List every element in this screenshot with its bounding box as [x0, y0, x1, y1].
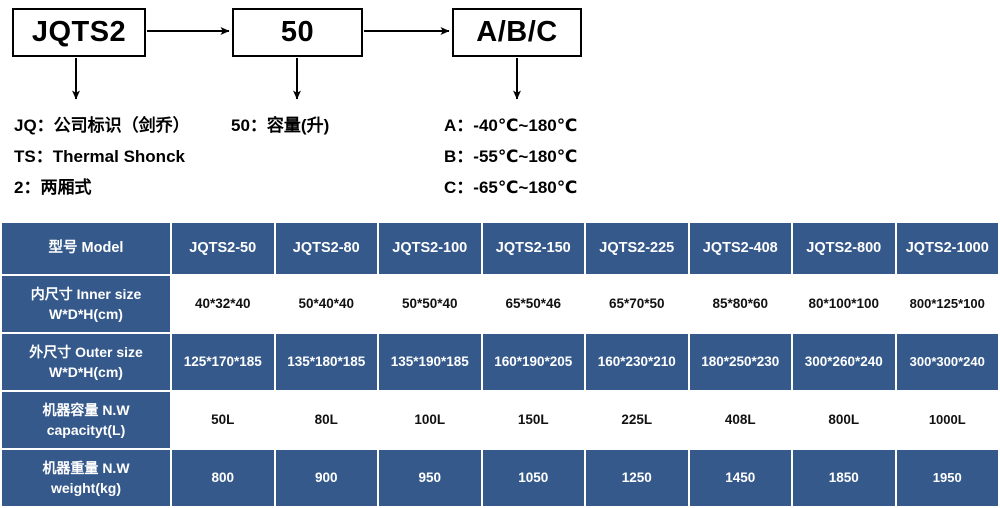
cell-inner-size-1: 40*32*40 — [172, 276, 274, 332]
cell-capacity-4: 150L — [482, 392, 584, 448]
cell-inner-size-2: 50*40*40 — [275, 276, 377, 332]
legend-model-line-1: JQ：公司标识（剑乔） — [14, 116, 190, 135]
cell-weight-4: 1050 — [482, 450, 584, 506]
cell-inner-size-3: 50*50*40 — [379, 276, 481, 332]
cell-weight-1: 800 — [172, 450, 274, 506]
rowhead-outer-size-line1: 外尺寸 Outer size — [29, 343, 143, 360]
rowhead-capacity: 机器容量 N.W capacityt(L) — [2, 392, 170, 448]
rowhead-capacity-line2: capacityt(L) — [46, 422, 126, 438]
legend-model-line-2: TS：Thermal Shonck — [14, 147, 185, 166]
legend-temperature: A：-40℃~180℃ B：-55℃~180℃ C：-65℃~180℃ — [444, 110, 577, 203]
cell-capacity-2: 80L — [275, 392, 377, 448]
legend-model-line-3: 2：两厢式 — [14, 178, 92, 197]
header-cell-model-3: JQTS2-100 — [379, 223, 481, 274]
cell-outer-size-5: 160*230*210 — [586, 334, 688, 390]
header-cell-rowlabel: 型号 Model — [2, 223, 170, 274]
diagram-box-temperature: A/B/C — [452, 8, 582, 57]
cell-weight-2: 900 — [275, 450, 377, 506]
cell-outer-size-7: 300*260*240 — [793, 334, 895, 390]
rowhead-outer-size-line2: W*D*H(cm) — [49, 364, 123, 380]
cell-inner-size-7: 80*100*100 — [793, 276, 895, 332]
legend-volume-line-1: 50：容量(升) — [231, 116, 330, 135]
table-header-row: 型号 Model JQTS2-50 JQTS2-80 JQTS2-100 JQT… — [2, 223, 998, 274]
header-cell-model-4: JQTS2-150 — [482, 223, 584, 274]
cell-inner-size-4: 65*50*46 — [482, 276, 584, 332]
legend-temp-line-b: B：-55℃~180℃ — [444, 147, 578, 166]
rowhead-outer-size: 外尺寸 Outer size W*D*H(cm) — [2, 334, 170, 390]
diagram-box-volume: 50 — [232, 8, 363, 57]
cell-weight-3: 950 — [379, 450, 481, 506]
diagram-box-model: JQTS2 — [12, 8, 146, 57]
cell-weight-7: 1850 — [793, 450, 895, 506]
product-code-diagram: JQTS2 50 A/B/C JQ：公司标识（剑乔） TS：Thermal Sh… — [0, 0, 1000, 215]
cell-outer-size-1: 125*170*185 — [172, 334, 274, 390]
cell-weight-8: 1950 — [896, 450, 998, 506]
legend-temp-line-a: A：-40℃~180℃ — [444, 116, 578, 135]
header-cell-model-1: JQTS2-50 — [172, 223, 274, 274]
cell-capacity-8: 1000L — [896, 392, 998, 448]
cell-capacity-5: 225L — [586, 392, 688, 448]
cell-capacity-6: 408L — [689, 392, 791, 448]
rowhead-weight: 机器重量 N.W weight(kg) — [2, 450, 170, 506]
rowhead-inner-size-line2: W*D*H(cm) — [49, 306, 123, 322]
legend-model: JQ：公司标识（剑乔） TS：Thermal Shonck 2：两厢式 — [14, 110, 190, 203]
cell-capacity-1: 50L — [172, 392, 274, 448]
cell-outer-size-8: 300*300*240 — [896, 334, 998, 390]
cell-weight-5: 1250 — [586, 450, 688, 506]
rowhead-inner-size: 内尺寸 Inner size W*D*H(cm) — [2, 276, 170, 332]
spec-table-body: 型号 Model JQTS2-50 JQTS2-80 JQTS2-100 JQT… — [2, 223, 998, 506]
rowhead-weight-line2: weight(kg) — [51, 480, 121, 496]
cell-inner-size-5: 65*70*50 — [586, 276, 688, 332]
rowhead-inner-size-line1: 内尺寸 Inner size — [30, 285, 142, 302]
header-cell-model-6: JQTS2-408 — [689, 223, 791, 274]
header-cell-model-5: JQTS2-225 — [586, 223, 688, 274]
cell-outer-size-2: 135*180*185 — [275, 334, 377, 390]
table-row-inner-size: 内尺寸 Inner size W*D*H(cm) 40*32*40 50*40*… — [2, 276, 998, 332]
cell-weight-6: 1450 — [689, 450, 791, 506]
cell-outer-size-4: 160*190*205 — [482, 334, 584, 390]
header-cell-model-2: JQTS2-80 — [275, 223, 377, 274]
header-cell-model-8: JQTS2-1000 — [896, 223, 998, 274]
cell-outer-size-3: 135*190*185 — [379, 334, 481, 390]
table-row-capacity: 机器容量 N.W capacityt(L) 50L 80L 100L 150L … — [2, 392, 998, 448]
cell-capacity-3: 100L — [379, 392, 481, 448]
cell-inner-size-6: 85*80*60 — [689, 276, 791, 332]
rowhead-capacity-line1: 机器容量 N.W — [42, 401, 130, 418]
specification-table: 型号 Model JQTS2-50 JQTS2-80 JQTS2-100 JQT… — [0, 221, 1000, 508]
cell-capacity-7: 800L — [793, 392, 895, 448]
rowhead-weight-line1: 机器重量 N.W — [42, 459, 130, 476]
table-row-weight: 机器重量 N.W weight(kg) 800 900 950 1050 125… — [2, 450, 998, 506]
table-row-outer-size: 外尺寸 Outer size W*D*H(cm) 125*170*185 135… — [2, 334, 998, 390]
header-cell-model-7: JQTS2-800 — [793, 223, 895, 274]
cell-outer-size-6: 180*250*230 — [689, 334, 791, 390]
legend-volume: 50：容量(升) — [231, 110, 329, 141]
cell-inner-size-8: 800*125*100 — [896, 276, 998, 332]
legend-temp-line-c: C：-65℃~180℃ — [444, 178, 578, 197]
